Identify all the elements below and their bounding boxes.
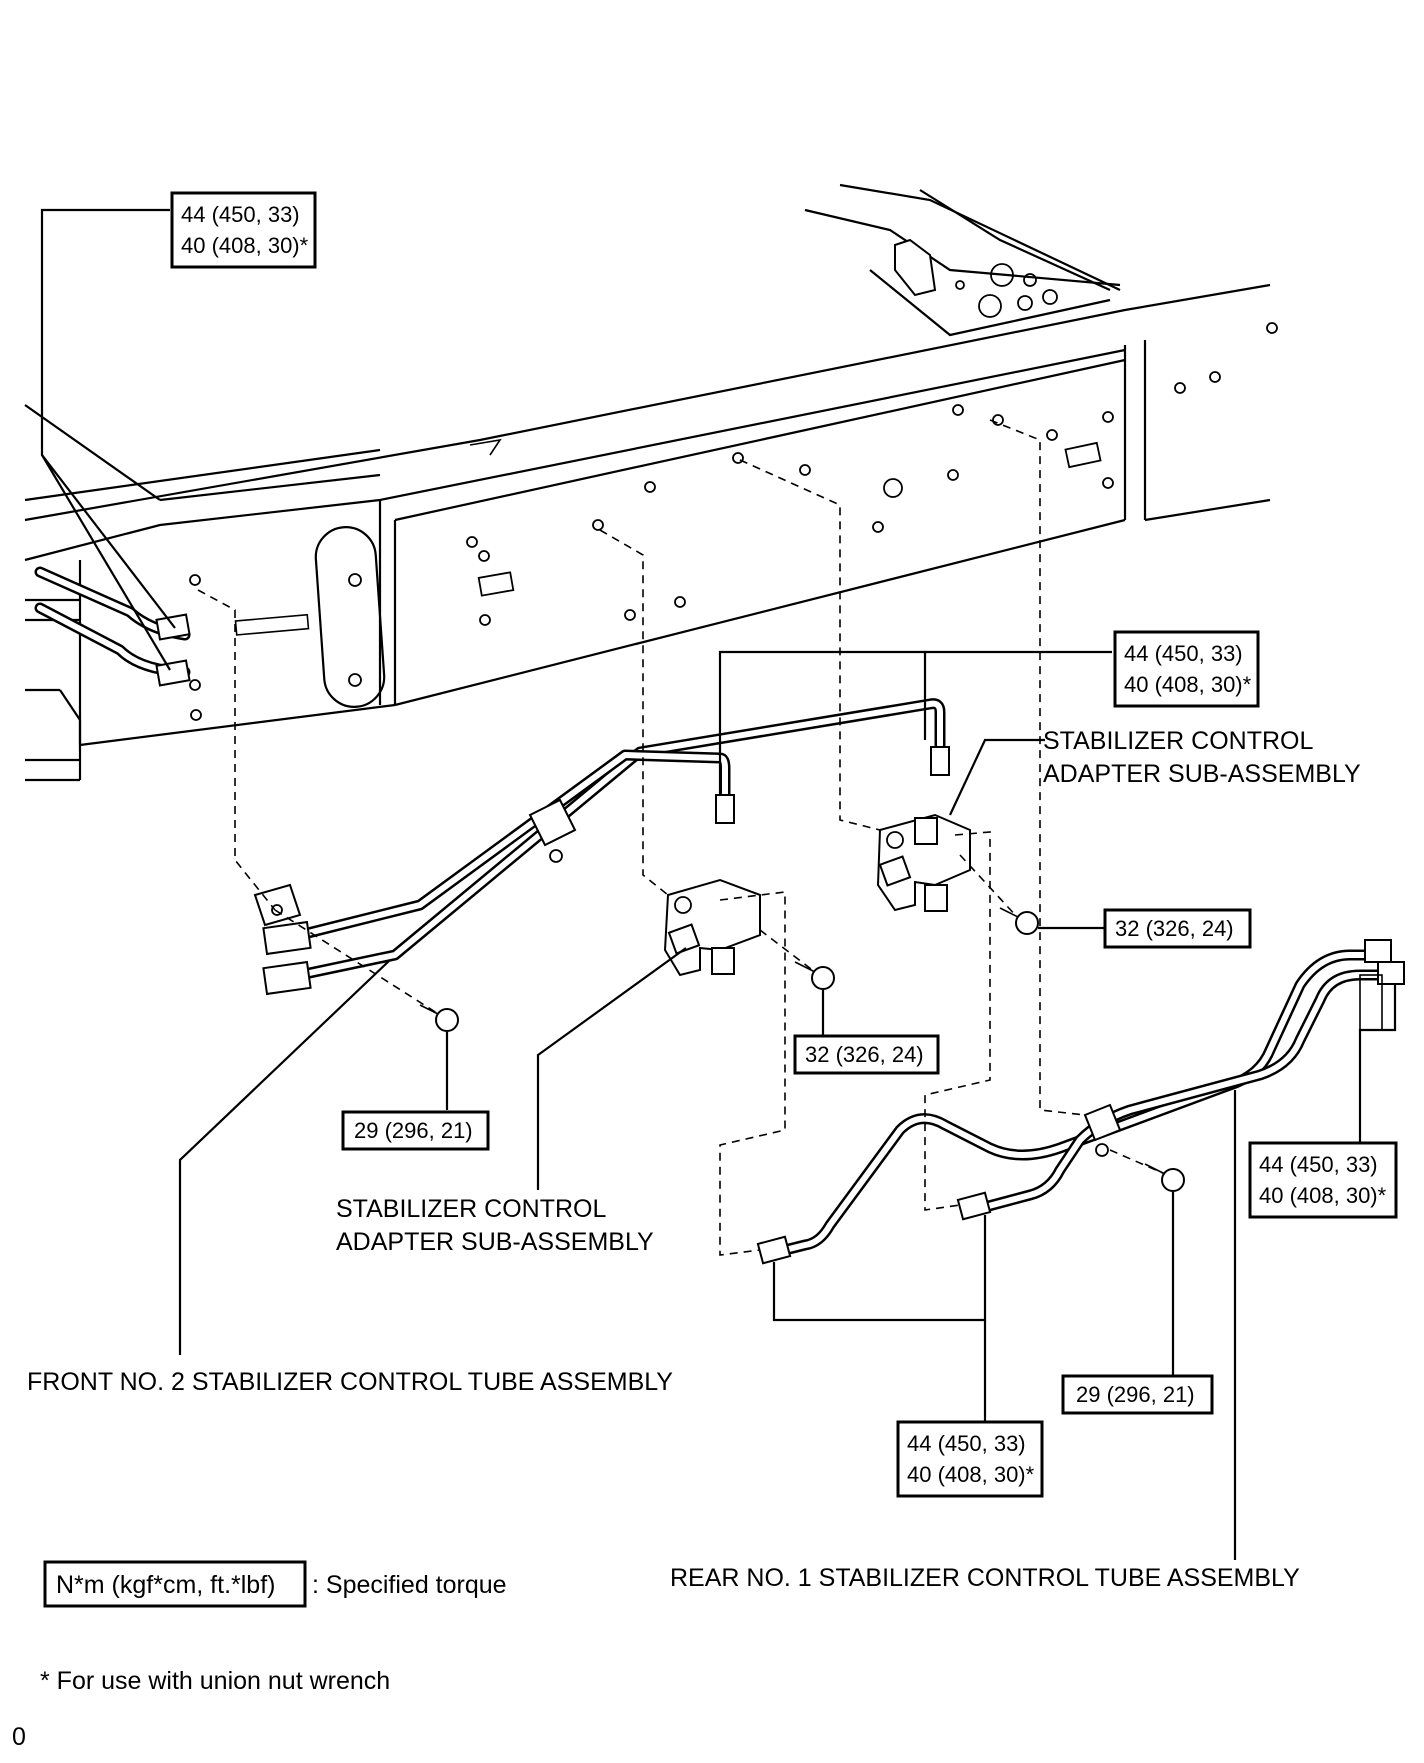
adapter-right [876, 813, 971, 912]
torque-callout-far-right: 44 (450, 33) 40 (408, 30)* [1248, 1141, 1398, 1219]
rear-no1-stabilizer-tube [756, 939, 1405, 1265]
torque-callout-bolt-right: 32 (326, 24) [1103, 908, 1252, 949]
torque-callout-bolt-center: 32 (326, 24) [793, 1034, 940, 1075]
torque-callout-bolt-left: 29 (296, 21) [341, 1110, 490, 1151]
leader-lines [40, 208, 1397, 1560]
torque-callout-bottom-center: 44 (450, 33) 40 (408, 30)* [896, 1420, 1044, 1498]
front-no2-stabilizer-tube [34, 566, 950, 996]
torque-value-nm: 44 (450, 33) [1259, 1152, 1378, 1177]
torque-value-nm: 44 (450, 33) [907, 1431, 1026, 1456]
torque-value-nm: 29 (296, 21) [354, 1118, 473, 1143]
bolt-left [419, 1004, 459, 1032]
label-front-tube: FRONT NO. 2 STABILIZER CONTROL TUBE ASSE… [27, 1368, 673, 1396]
torque-callout-bolt-lower-right: 29 (296, 21) [1061, 1374, 1214, 1415]
adapter-left [663, 878, 761, 977]
legend-unit-box: N*m (kgf*cm, ft.*lbf) [56, 1571, 275, 1599]
bolt-right [999, 907, 1039, 935]
legend: N*m (kgf*cm, ft.*lbf) : Specified torque… [12, 1560, 507, 1751]
torque-value-nm: 44 (450, 33) [181, 202, 300, 227]
legend-note: * For use with union nut wrench [40, 1667, 390, 1695]
part-label-line1: STABILIZER CONTROL [1043, 727, 1314, 755]
label-adapter-left: STABILIZER CONTROL ADAPTER SUB-ASSEMBLY [336, 1195, 654, 1256]
part-label-line1: STABILIZER CONTROL [336, 1195, 607, 1223]
torque-value-union-nut: 40 (408, 30)* [1124, 672, 1252, 697]
torque-value-nm: 29 (296, 21) [1076, 1382, 1195, 1407]
torque-value-union-nut: 40 (408, 30)* [907, 1462, 1035, 1487]
frame-rail [24, 183, 1278, 782]
bolts [419, 907, 1185, 1192]
torque-callout-top-left: 44 (450, 33) 40 (408, 30)* [170, 191, 317, 269]
torque-value-nm: 32 (326, 24) [805, 1042, 924, 1067]
part-label-line2: ADAPTER SUB-ASSEMBLY [336, 1228, 654, 1256]
part-label-line2: ADAPTER SUB-ASSEMBLY [1043, 760, 1361, 788]
torque-value-union-nut: 40 (408, 30)* [1259, 1183, 1387, 1208]
bolt-lower-right [1144, 1163, 1185, 1192]
torque-value-union-nut: 40 (408, 30)* [181, 233, 309, 258]
bolt-center [794, 961, 835, 990]
legend-description: : Specified torque [312, 1571, 507, 1599]
label-rear-tube: REAR NO. 1 STABILIZER CONTROL TUBE ASSEM… [670, 1564, 1300, 1592]
torque-value-nm: 32 (326, 24) [1115, 916, 1234, 941]
torque-callout-upper-right: 44 (450, 33) 40 (408, 30)* [1113, 630, 1260, 708]
figure-code: 0 [12, 1723, 26, 1751]
torque-value-nm: 44 (450, 33) [1124, 641, 1243, 666]
alignment-lines [197, 419, 1166, 1256]
label-adapter-right: STABILIZER CONTROL ADAPTER SUB-ASSEMBLY [1043, 727, 1361, 788]
